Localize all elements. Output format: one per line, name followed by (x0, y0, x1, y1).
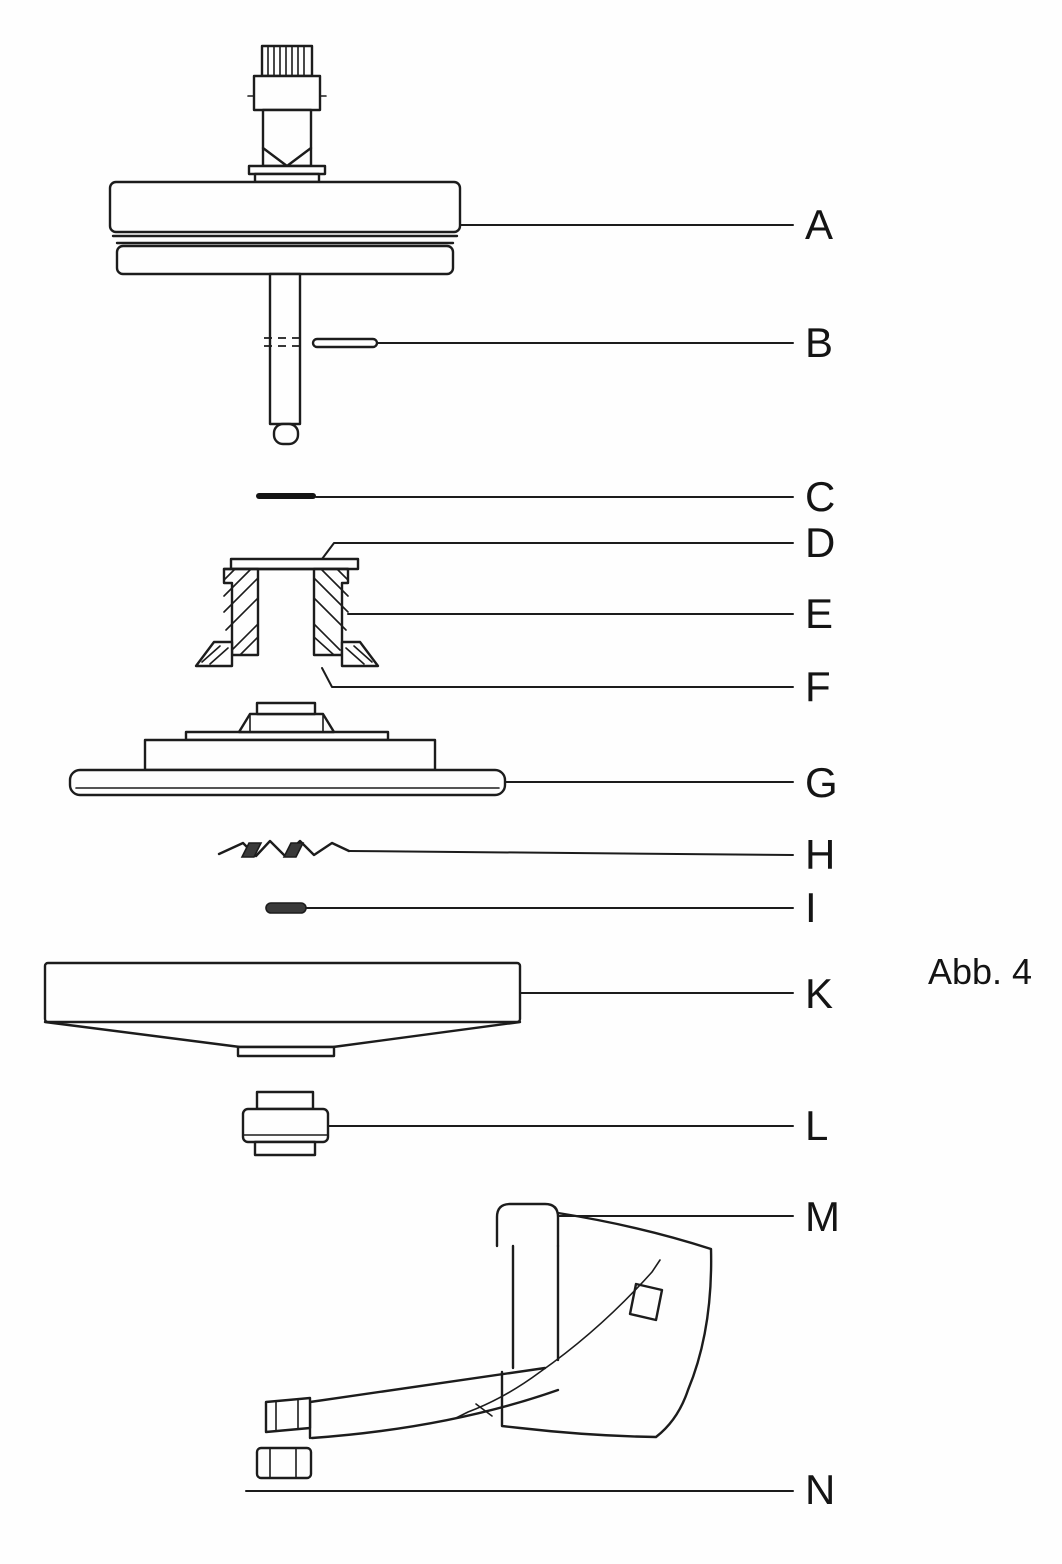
part-label-f: F (805, 663, 831, 710)
part-b-shaft-pin-drawing (264, 272, 379, 446)
part-h-spring-washer-drawing (217, 839, 351, 858)
part-label-d: D (805, 519, 835, 566)
part-label-k: K (805, 970, 833, 1017)
leader-line-f (321, 667, 794, 688)
part-label-n: N (805, 1466, 835, 1513)
part-k-disc-drawing (43, 961, 522, 1058)
part-label-b: B (805, 319, 833, 366)
part-label-a: A (805, 201, 833, 248)
part-l-spacer-drawing (241, 1090, 330, 1157)
part-f-flange-drawing (194, 640, 380, 668)
leader-lines (245, 224, 794, 1492)
part-label-e: E (805, 590, 833, 637)
part-label-c: C (805, 473, 835, 520)
part-label-l: L (805, 1102, 828, 1149)
part-a-pulley-drawing (108, 44, 462, 276)
part-mn-bracket-drawing (255, 1202, 713, 1480)
part-i-pin-drawing (265, 902, 307, 914)
leader-line-h (348, 850, 794, 856)
figure-caption: Abb. 4 (928, 951, 1032, 992)
part-d-washer-drawing (229, 557, 360, 571)
part-label-i: I (805, 884, 817, 931)
part-g-plate-drawing (68, 701, 507, 797)
leader-line-d (321, 542, 794, 560)
part-label-g: G (805, 759, 838, 806)
part-c-shim-drawing (256, 493, 316, 499)
part-label-h: H (805, 831, 835, 878)
part-label-m: M (805, 1193, 840, 1240)
part-e-bushing-drawing (222, 567, 350, 657)
part-labels: A B C D E F G H I K L M N (805, 201, 840, 1513)
